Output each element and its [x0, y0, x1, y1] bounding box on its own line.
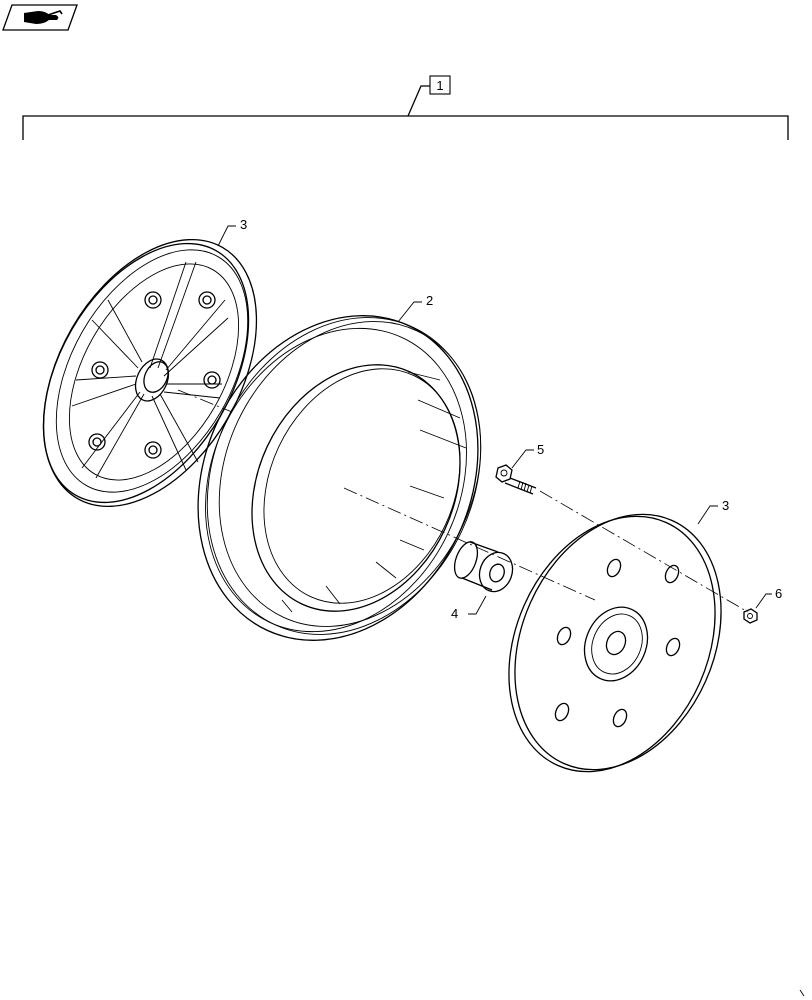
svg-text:1: 1 [436, 78, 443, 93]
spacer [453, 541, 514, 593]
disc-right [508, 513, 722, 773]
page-mark [799, 989, 805, 997]
svg-text:5: 5 [537, 442, 544, 457]
svg-text:6: 6 [775, 586, 782, 601]
svg-text:3: 3 [240, 217, 247, 232]
tire [197, 315, 482, 641]
nut [743, 608, 758, 624]
assembly-bracket [22, 85, 789, 140]
svg-text:4: 4 [451, 606, 458, 621]
callout-tire: 2 [397, 293, 433, 323]
callout-bolt: 5 [511, 442, 544, 469]
page-turn-hand-icon[interactable] [2, 4, 78, 31]
assembly-callout-1: 1 [429, 75, 451, 95]
callout-disc-right: 3 [697, 498, 729, 525]
callout-disc-left: 3 [217, 217, 247, 247]
callout-nut: 6 [755, 586, 782, 609]
callout-spacer: 4 [451, 595, 487, 621]
svg-text:3: 3 [722, 498, 729, 513]
disc-left [42, 238, 258, 508]
svg-text:2: 2 [426, 293, 433, 308]
bolt [495, 464, 537, 495]
